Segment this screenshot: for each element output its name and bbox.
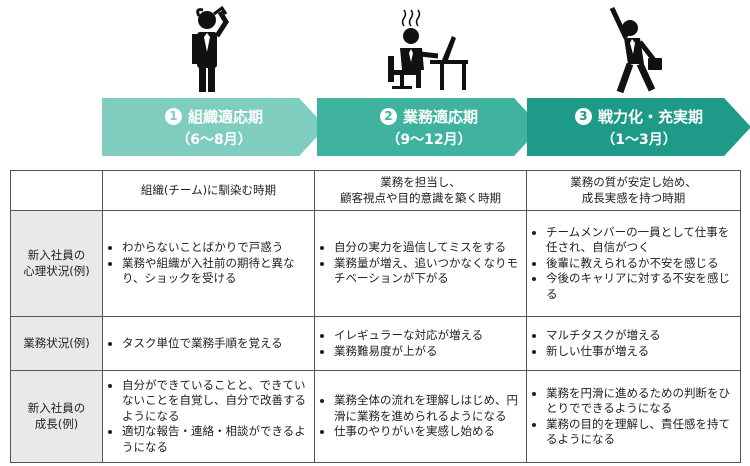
cheering-person-icon <box>600 6 690 94</box>
comparison-table: 組織(チーム)に馴染む時期 業務を担当し、 顧客視点や目的意識を築く時期 業務の… <box>10 169 741 464</box>
table-cell: 自分ができていることと、できていないことを自覚し、自分で改善するようになる 適切… <box>102 370 315 464</box>
table-cell: マルチタスクが増える 新しい仕事が増える <box>526 316 741 372</box>
table-cell: 自分の実力を過信してミスをする 業務量が増え、追いつかなくなりモチベーションが下… <box>314 210 527 318</box>
table-row: 新入社員の 心理状況(例) わからないことばかりで戸惑う 業務や組織が入社前の期… <box>10 210 741 318</box>
table-row: 新入社員の 成長(例) 自分ができていることと、できていないことを自覚し、自分で… <box>10 370 741 464</box>
phase-number: 3 <box>574 107 592 125</box>
table-corner <box>10 169 103 212</box>
phase-title: 戦力化・充実期 <box>597 107 703 126</box>
phase-title: 業務適応期 <box>402 107 478 126</box>
phase-title: 組織適応期 <box>187 107 263 126</box>
phase-period: （6〜8月） <box>176 131 252 148</box>
table-header-row: 組織(チーム)に馴染む時期 業務を担当し、 顧客視点や目的意識を築く時期 業務の… <box>10 169 741 212</box>
list-item: タスク単位で業務手順を覚える <box>122 336 308 352</box>
table-cell: わからないことばかりで戸惑う 業務や組織が入社前の期待と異なり、ショックを受ける <box>102 210 315 318</box>
table-row: 業務状況(例) タスク単位で業務手順を覚える イレギュラーな対応が増える 業務難… <box>10 316 741 372</box>
column-header: 業務の質が安定し始め、 成長実感を持つ時期 <box>526 169 741 212</box>
list-item: イレギュラーな対応が増える <box>334 328 520 344</box>
row-header: 新入社員の 心理状況(例) <box>10 210 103 318</box>
phase-1-arrow: 1 組織適応期 （6〜8月） <box>102 98 326 156</box>
column-header: 業務を担当し、 顧客視点や目的意識を築く時期 <box>314 169 527 212</box>
list-item: 新しい仕事が増える <box>546 344 734 360</box>
phase-period: （1〜3月） <box>601 131 677 148</box>
phase-number: 1 <box>164 107 182 125</box>
phase-number: 2 <box>379 107 397 125</box>
list-item: 今後のキャリアに対する不安を感じる <box>546 271 734 302</box>
list-item: チームメンバーの一員として仕事を任され、自信がつく <box>546 225 734 256</box>
table-cell: タスク単位で業務手順を覚える <box>102 316 315 372</box>
row-header: 新入社員の 成長(例) <box>10 370 103 464</box>
list-item: 適切な報告・連絡・相談ができるようになる <box>122 424 308 455</box>
table-cell: 業務を円滑に進めるための判断をひとりでできるようになる 業務の目的を理解し、責任… <box>526 370 741 464</box>
list-item: 後輩に教えられるか不安を感じる <box>546 256 734 272</box>
list-item: 業務難易度が上がる <box>334 344 520 360</box>
list-item: 業務の目的を理解し、責任感を持てるようになる <box>546 417 734 448</box>
phase-2-arrow: 2 業務適応期 （9〜12月） <box>317 98 541 156</box>
busy-worker-desk-icon <box>380 6 470 94</box>
phase-3-arrow: 3 戦力化・充実期 （1〜3月） <box>527 98 750 156</box>
table-cell: チームメンバーの一員として仕事を任され、自信がつく 後輩に教えられるか不安を感じ… <box>526 210 741 318</box>
list-item: 業務全体の流れを理解しはじめ、円滑に業務を進められるようになる <box>334 393 520 424</box>
list-item: 自分の実力を過信してミスをする <box>334 240 520 256</box>
list-item: 業務を円滑に進めるための判断をひとりでできるようになる <box>546 386 734 417</box>
list-item: 自分ができていることと、できていないことを自覚し、自分で改善するようになる <box>122 378 308 425</box>
list-item: 業務や組織が入社前の期待と異なり、ショックを受ける <box>122 256 308 287</box>
column-header: 組織(チーム)に馴染む時期 <box>102 169 315 212</box>
table-cell: イレギュラーな対応が増える 業務難易度が上がる <box>314 316 527 372</box>
list-item: マルチタスクが増える <box>546 328 734 344</box>
list-item: 業務量が増え、追いつかなくなりモチベーションが下がる <box>334 256 520 287</box>
list-item: わからないことばかりで戸惑う <box>122 240 308 256</box>
confused-person-icon <box>162 5 252 94</box>
row-header: 業務状況(例) <box>10 316 103 372</box>
list-item: 仕事のやりがいを実感し始める <box>334 424 520 440</box>
table-cell: 業務全体の流れを理解しはじめ、円滑に業務を進められるようになる 仕事のやりがいを… <box>314 370 527 464</box>
phase-period: （9〜12月） <box>386 131 472 148</box>
